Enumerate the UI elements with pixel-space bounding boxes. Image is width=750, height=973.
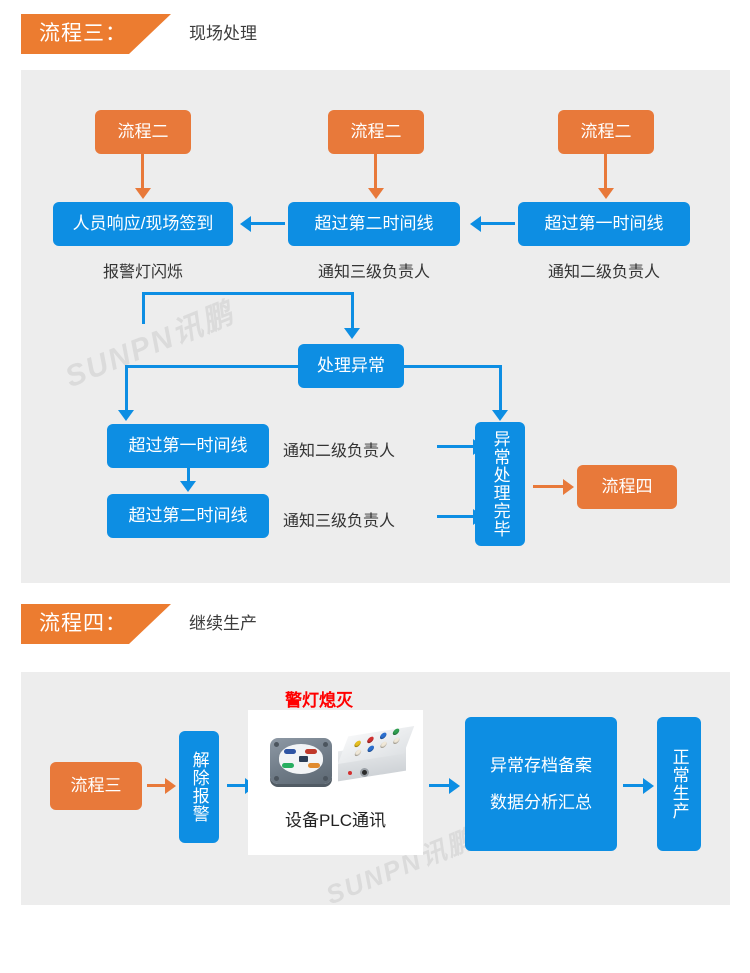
node-exceed-second-timeline-top[interactable]: 超过第二时间线: [288, 202, 460, 246]
arrowhead-src-left-down: [135, 188, 151, 199]
node-source-mid[interactable]: 流程二: [328, 110, 424, 154]
node-normal-production[interactable]: 正常生产: [657, 717, 701, 851]
connector-handle-left-vert: [125, 365, 128, 415]
node-archive-and-analyze[interactable]: 异常存档备案 数据分析汇总: [465, 717, 617, 851]
node-source-left[interactable]: 流程二: [95, 110, 191, 154]
connector-src-left-down: [141, 154, 144, 190]
archive-line-2: 数据分析汇总: [490, 793, 592, 812]
panel-flow4: SUNPN讯鹏 警灯熄灭 流程三 解除报警: [21, 672, 730, 910]
wireless-call-button-device-icon: [270, 732, 334, 790]
connector-mid-to-left: [249, 222, 285, 225]
caption-notify-level2-top: 通知二级负责人: [547, 264, 660, 281]
connector-archive-to-normal: [623, 784, 645, 787]
node-source-right[interactable]: 流程二: [558, 110, 654, 154]
node-exception-handled[interactable]: 异常处理完毕: [475, 422, 525, 546]
arrowhead-archive-to-normal: [643, 778, 654, 794]
connector-src-right-down: [604, 154, 607, 190]
arrowhead-src-right-down: [598, 188, 614, 199]
node-exceed-second-timeline-bottom[interactable]: 超过第二时间线: [107, 494, 269, 538]
node-from-flow3[interactable]: 流程三: [50, 762, 142, 810]
connector-done-to-next: [533, 485, 565, 488]
connector-right-to-mid: [479, 222, 515, 225]
node-exceed-first-timeline-top[interactable]: 超过第一时间线: [518, 202, 690, 246]
connector-elbow-horz-a: [142, 292, 354, 295]
panel-flow3: SUNPN讯鹏 流程二 流程二 流程二 人员响应/现场签到 超过第二时间线 超过…: [21, 70, 730, 583]
connector-photo-to-archive: [429, 784, 451, 787]
banner-subtitle-flow4: 继续生产: [189, 614, 257, 633]
arrowhead-flow3-to-release: [165, 778, 176, 794]
arrowhead-done-to-next: [563, 479, 574, 495]
banner-subtitle-flow3: 现场处理: [189, 24, 257, 43]
connector-flow3-to-release: [147, 784, 167, 787]
plc-controller-device-icon: [337, 725, 415, 790]
arrowhead-t1-to-t2: [180, 481, 196, 492]
arrowhead-handle-right: [492, 410, 508, 421]
caption-notify-level3-bottom: 通知三级负责人: [283, 513, 396, 530]
arrowhead-mid-to-left: [240, 216, 251, 232]
banner-label-flow3: 流程三：: [39, 22, 127, 45]
connector-elbow-vert-a: [142, 292, 145, 324]
caption-notify-level3-top: 通知三级负责人: [317, 264, 430, 281]
connector-release-to-photo: [227, 784, 247, 787]
connector-src-mid-down: [374, 154, 377, 190]
connector-handle-right-horz: [402, 365, 502, 368]
label-alarm-light-off: 警灯熄灭: [285, 691, 353, 710]
connector-elbow-vert-b: [351, 292, 354, 334]
arrowhead-handle-left: [118, 410, 134, 421]
banner-label-flow4: 流程四：: [39, 612, 127, 635]
connector-t1-to-t2: [187, 468, 190, 484]
archive-line-1: 异常存档备案: [490, 755, 592, 775]
watermark-flow3: SUNPN讯鹏: [60, 296, 239, 395]
connector-handle-right-vert: [499, 365, 502, 415]
section-banner-flow4: 流程四： 继续生产: [21, 604, 581, 644]
node-next-flow4[interactable]: 流程四: [577, 465, 677, 509]
arrowhead-right-to-mid: [470, 216, 481, 232]
arrowhead-photo-to-archive: [449, 778, 460, 794]
connector-note2-to-done: [437, 515, 475, 518]
device-photo-caption: 设备PLC通讯: [284, 811, 387, 830]
caption-notify-level2-bottom: 通知二级负责人: [283, 443, 396, 460]
section-banner-flow3: 流程三： 现场处理: [21, 14, 581, 54]
device-photo-card: 设备PLC通讯: [248, 710, 423, 855]
arrowhead-to-handle: [344, 328, 360, 339]
node-release-alarm[interactable]: 解除报警: [179, 731, 219, 843]
caption-alarm-light-flash: 报警灯闪烁: [102, 264, 183, 281]
arrowhead-src-mid-down: [368, 188, 384, 199]
node-exceed-first-timeline-bottom[interactable]: 超过第一时间线: [107, 424, 269, 468]
connector-handle-left-horz: [125, 365, 300, 368]
node-person-response[interactable]: 人员响应/现场签到: [53, 202, 233, 246]
node-handle-exception[interactable]: 处理异常: [298, 344, 404, 388]
connector-note1-to-done: [437, 445, 475, 448]
